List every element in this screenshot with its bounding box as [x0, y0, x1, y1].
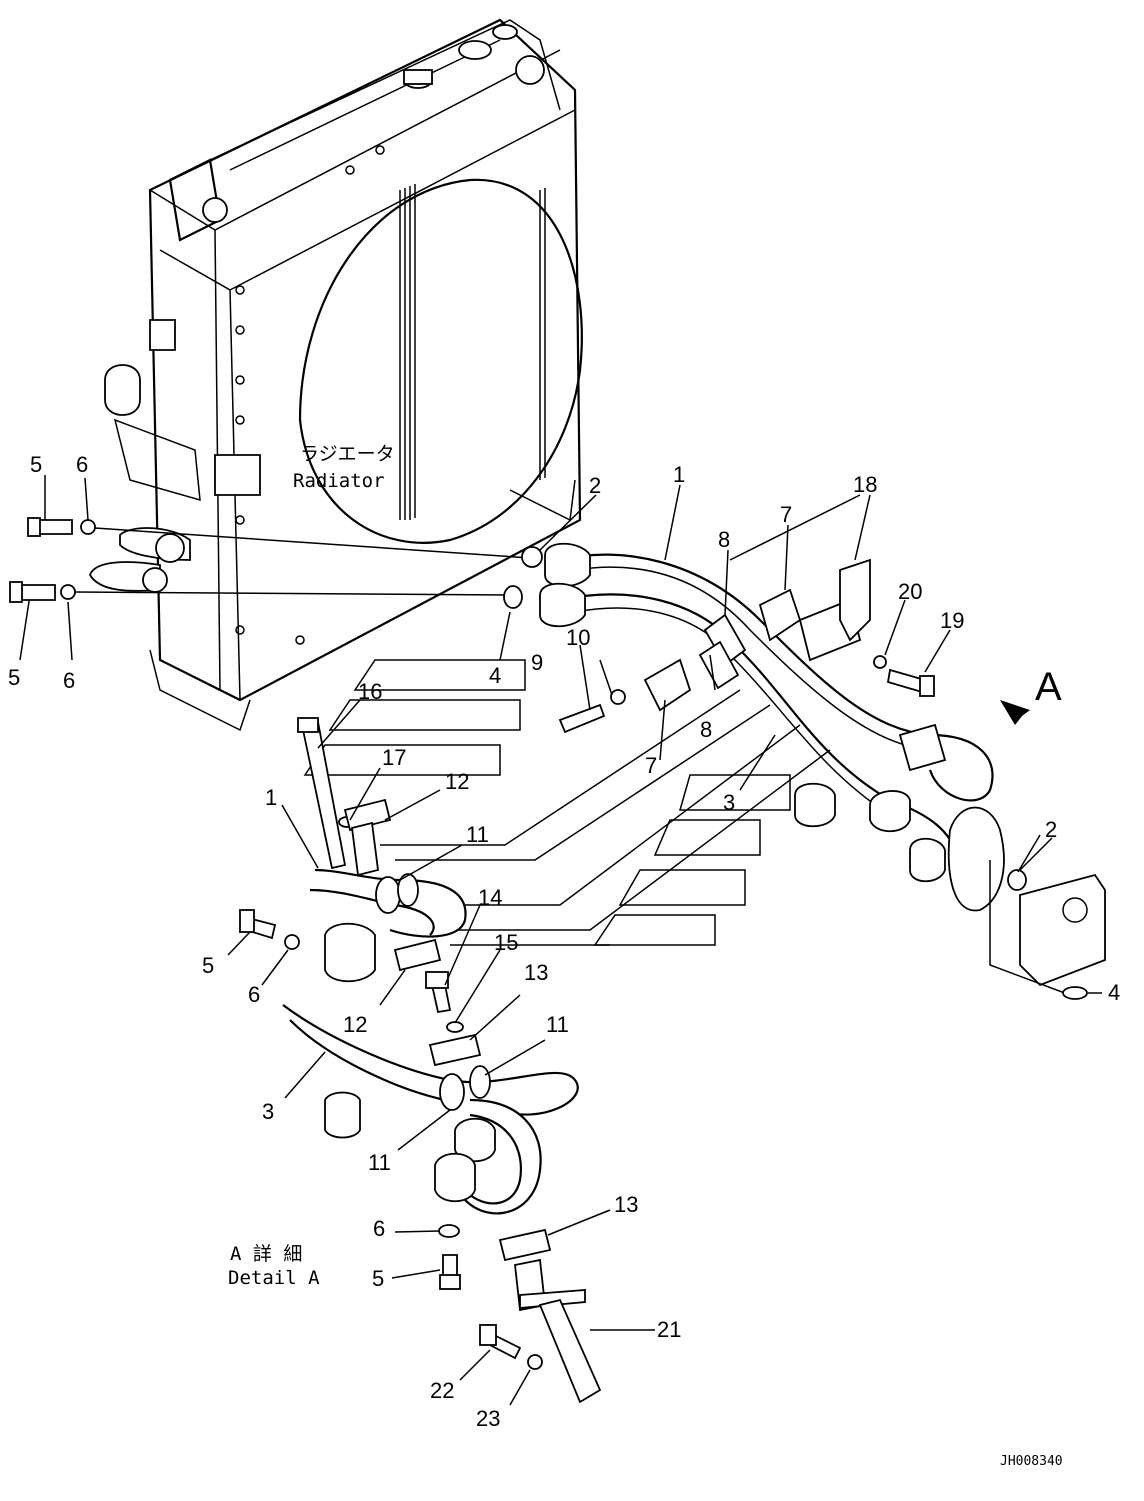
callout-5: 5: [8, 665, 20, 690]
callout-21: 21: [657, 1317, 681, 1342]
callout-11: 11: [368, 1150, 391, 1175]
callout-16: 16: [358, 679, 382, 704]
callout-13: 13: [524, 960, 548, 985]
callout-2: 2: [1045, 817, 1057, 842]
callout-5: 5: [202, 953, 214, 978]
callout-8: 8: [718, 527, 730, 552]
callout-20: 20: [898, 579, 922, 604]
callout-1: 1: [265, 785, 277, 810]
callout-11: 11: [546, 1012, 569, 1037]
callout-7: 7: [780, 502, 792, 527]
callout-3: 3: [262, 1099, 274, 1124]
callout-18: 18: [853, 472, 877, 497]
leader-lines: [19, 475, 597, 661]
callout-13: 13: [614, 1192, 638, 1217]
callout-14: 14: [478, 885, 502, 910]
callout-12: 12: [445, 769, 469, 794]
callout-23: 23: [476, 1406, 500, 1431]
callout-labels: 1 2 3 4 5 5 6 6 7 7 8 8 9 10 18 19 20 2 …: [8, 452, 1120, 1431]
radiator-assembly: ラジエータ Radiator: [89, 18, 583, 732]
callout-12: 12: [343, 1012, 367, 1037]
view-letter: A: [1035, 665, 1062, 709]
leader-lines-upper: [579, 484, 1053, 871]
radiator-label-jp: ラジエータ: [300, 443, 395, 465]
callout-11: 11: [466, 822, 489, 847]
callout-6: 6: [248, 982, 260, 1007]
callout-10: 10: [566, 625, 590, 650]
callout-22: 22: [430, 1378, 454, 1403]
callout-7: 7: [645, 753, 657, 778]
callout-2: 2: [589, 473, 601, 498]
bolt-set-upper: [9, 517, 96, 603]
callout-15: 15: [494, 930, 518, 955]
radiator-label-en: Radiator: [293, 470, 385, 492]
hose-assembly-main: A: [539, 542, 1106, 1000]
callout-8: 8: [700, 717, 712, 742]
callout-6: 6: [373, 1216, 385, 1241]
callout-1: 1: [673, 462, 685, 487]
o-rings: [503, 546, 543, 609]
callout-4: 4: [489, 663, 501, 688]
detail-a-assembly: A 詳 細 Detail A: [228, 717, 602, 1404]
leader-lines-detail: [227, 699, 655, 1406]
callout-5: 5: [30, 452, 42, 477]
callout-9: 9: [531, 650, 543, 675]
detail-label-en: Detail A: [228, 1267, 320, 1289]
drawing-number: JH008340: [1000, 1454, 1063, 1469]
callout-4: 4: [1108, 980, 1120, 1005]
callout-6: 6: [63, 668, 75, 693]
detail-label-jp: A 詳 細: [230, 1243, 302, 1265]
callout-5: 5: [372, 1266, 384, 1291]
callout-17: 17: [382, 745, 406, 770]
callout-6: 6: [76, 452, 88, 477]
callout-19: 19: [940, 608, 964, 633]
callout-3: 3: [723, 790, 735, 815]
